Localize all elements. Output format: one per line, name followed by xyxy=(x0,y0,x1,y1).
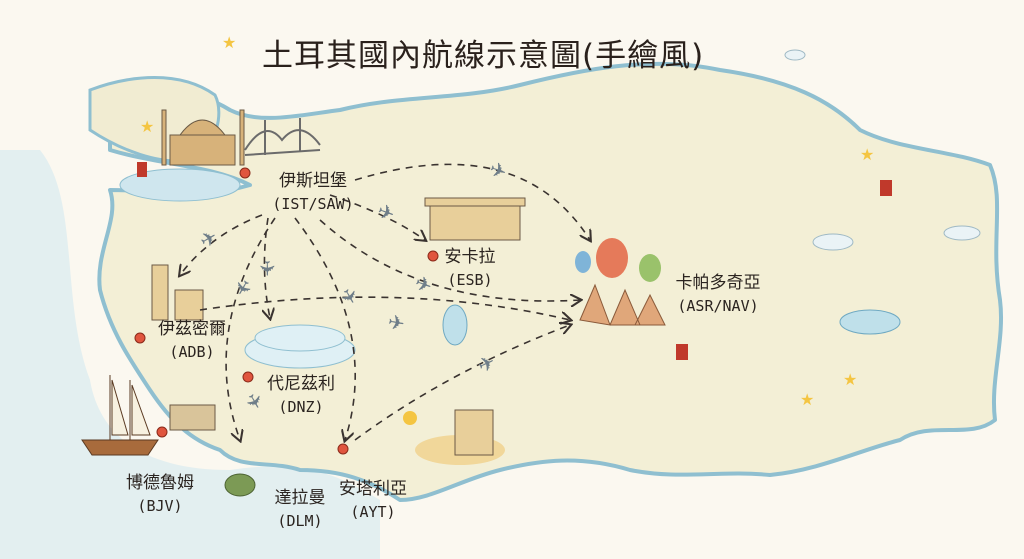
city-name: 伊斯坦堡 xyxy=(279,171,347,191)
city-label-bjv[interactable]: 博德魯姆 (BJV) xyxy=(126,472,194,518)
flight-routes xyxy=(180,163,590,441)
city-label-dnz[interactable]: 代尼茲利 (DNZ) xyxy=(267,373,335,419)
city-name: 安卡拉 xyxy=(444,247,496,267)
svg-text:✈: ✈ xyxy=(386,309,407,336)
city-name: 卡帕多奇亞 xyxy=(675,273,761,293)
beach-arch-icon xyxy=(403,409,505,465)
svg-text:★: ★ xyxy=(800,390,814,409)
airport-code: (ASR/NAV) xyxy=(677,297,759,315)
route-ist-esb xyxy=(329,194,425,240)
route-adb-asr xyxy=(199,296,570,320)
sailboat-icon xyxy=(81,375,159,456)
svg-text:★: ★ xyxy=(843,370,857,389)
city-dot-esb xyxy=(427,250,439,262)
svg-text:★: ★ xyxy=(222,33,236,52)
svg-text:✈: ✈ xyxy=(486,156,510,184)
city-label-dlm[interactable]: 達拉曼 (DLM) xyxy=(275,487,326,533)
route-ist-asr-north xyxy=(354,163,590,240)
bosphorus-bridge-icon xyxy=(244,118,321,156)
turtle-icon xyxy=(224,473,256,497)
city-label-adb[interactable]: 伊茲密爾 (ADB) xyxy=(158,318,226,364)
city-label-asr[interactable]: 卡帕多奇亞 (ASR/NAV) xyxy=(676,272,761,318)
svg-text:✈: ✈ xyxy=(374,198,398,226)
airport-code: (DLM) xyxy=(277,512,323,530)
city-name: 伊茲密爾 xyxy=(158,319,226,339)
sea-of-marmara xyxy=(119,168,241,202)
city-name: 安塔利亞 xyxy=(339,479,407,499)
route-ist-dlm xyxy=(225,217,276,440)
city-name: 博德魯姆 xyxy=(126,473,194,493)
city-dot-adb xyxy=(134,332,146,344)
turkey-landmass xyxy=(97,61,1004,502)
svg-text:★: ★ xyxy=(140,117,154,136)
city-name: 達拉曼 xyxy=(274,488,326,508)
sea xyxy=(0,150,380,559)
city-dot-dnz xyxy=(242,371,254,383)
airport-code: (ESB) xyxy=(447,271,493,289)
city-dot-ist xyxy=(239,167,251,179)
star-icon: ★ ★ ★ ★ ★ xyxy=(140,33,874,409)
city-dot-ayt xyxy=(337,443,349,455)
pamukkale-terraces-icon xyxy=(244,324,356,369)
airport-code: (BJV) xyxy=(137,497,183,515)
lake-van xyxy=(839,309,901,335)
castle-icon xyxy=(169,404,216,431)
map-title: 土耳其國內航線示意圖(手繪風) xyxy=(262,38,705,74)
airport-code: (ADB) xyxy=(169,343,215,361)
route-ist-adb xyxy=(180,214,263,275)
svg-text:✈: ✈ xyxy=(255,260,279,277)
airport-code: (AYT) xyxy=(350,503,396,521)
hot-air-balloons-icon xyxy=(575,238,666,326)
airport-code: (DNZ) xyxy=(278,398,324,416)
route-ayt-asr xyxy=(354,325,570,441)
svg-text:★: ★ xyxy=(860,145,874,164)
city-dot-bjv xyxy=(156,426,168,438)
cloud-icon xyxy=(784,49,981,251)
clock-tower-icon xyxy=(151,264,204,321)
turkish-tea-icon xyxy=(137,162,892,360)
anitkabir-icon xyxy=(424,197,526,241)
city-label-esb[interactable]: 安卡拉 (ESB) xyxy=(445,246,496,292)
svg-text:✈: ✈ xyxy=(411,270,435,298)
city-label-ayt[interactable]: 安塔利亞 (AYT) xyxy=(339,478,407,524)
route-ist-asr xyxy=(319,219,580,301)
hagia-sophia-icon xyxy=(161,109,245,166)
route-ist-ayt xyxy=(294,217,356,440)
city-dots xyxy=(134,167,439,455)
airport-code: (IST/SAW) xyxy=(272,195,354,213)
city-label-ist[interactable]: 伊斯坦堡 (IST/SAW) xyxy=(272,170,353,216)
city-name: 代尼茲利 xyxy=(267,374,335,394)
lake-tuz xyxy=(442,304,468,346)
